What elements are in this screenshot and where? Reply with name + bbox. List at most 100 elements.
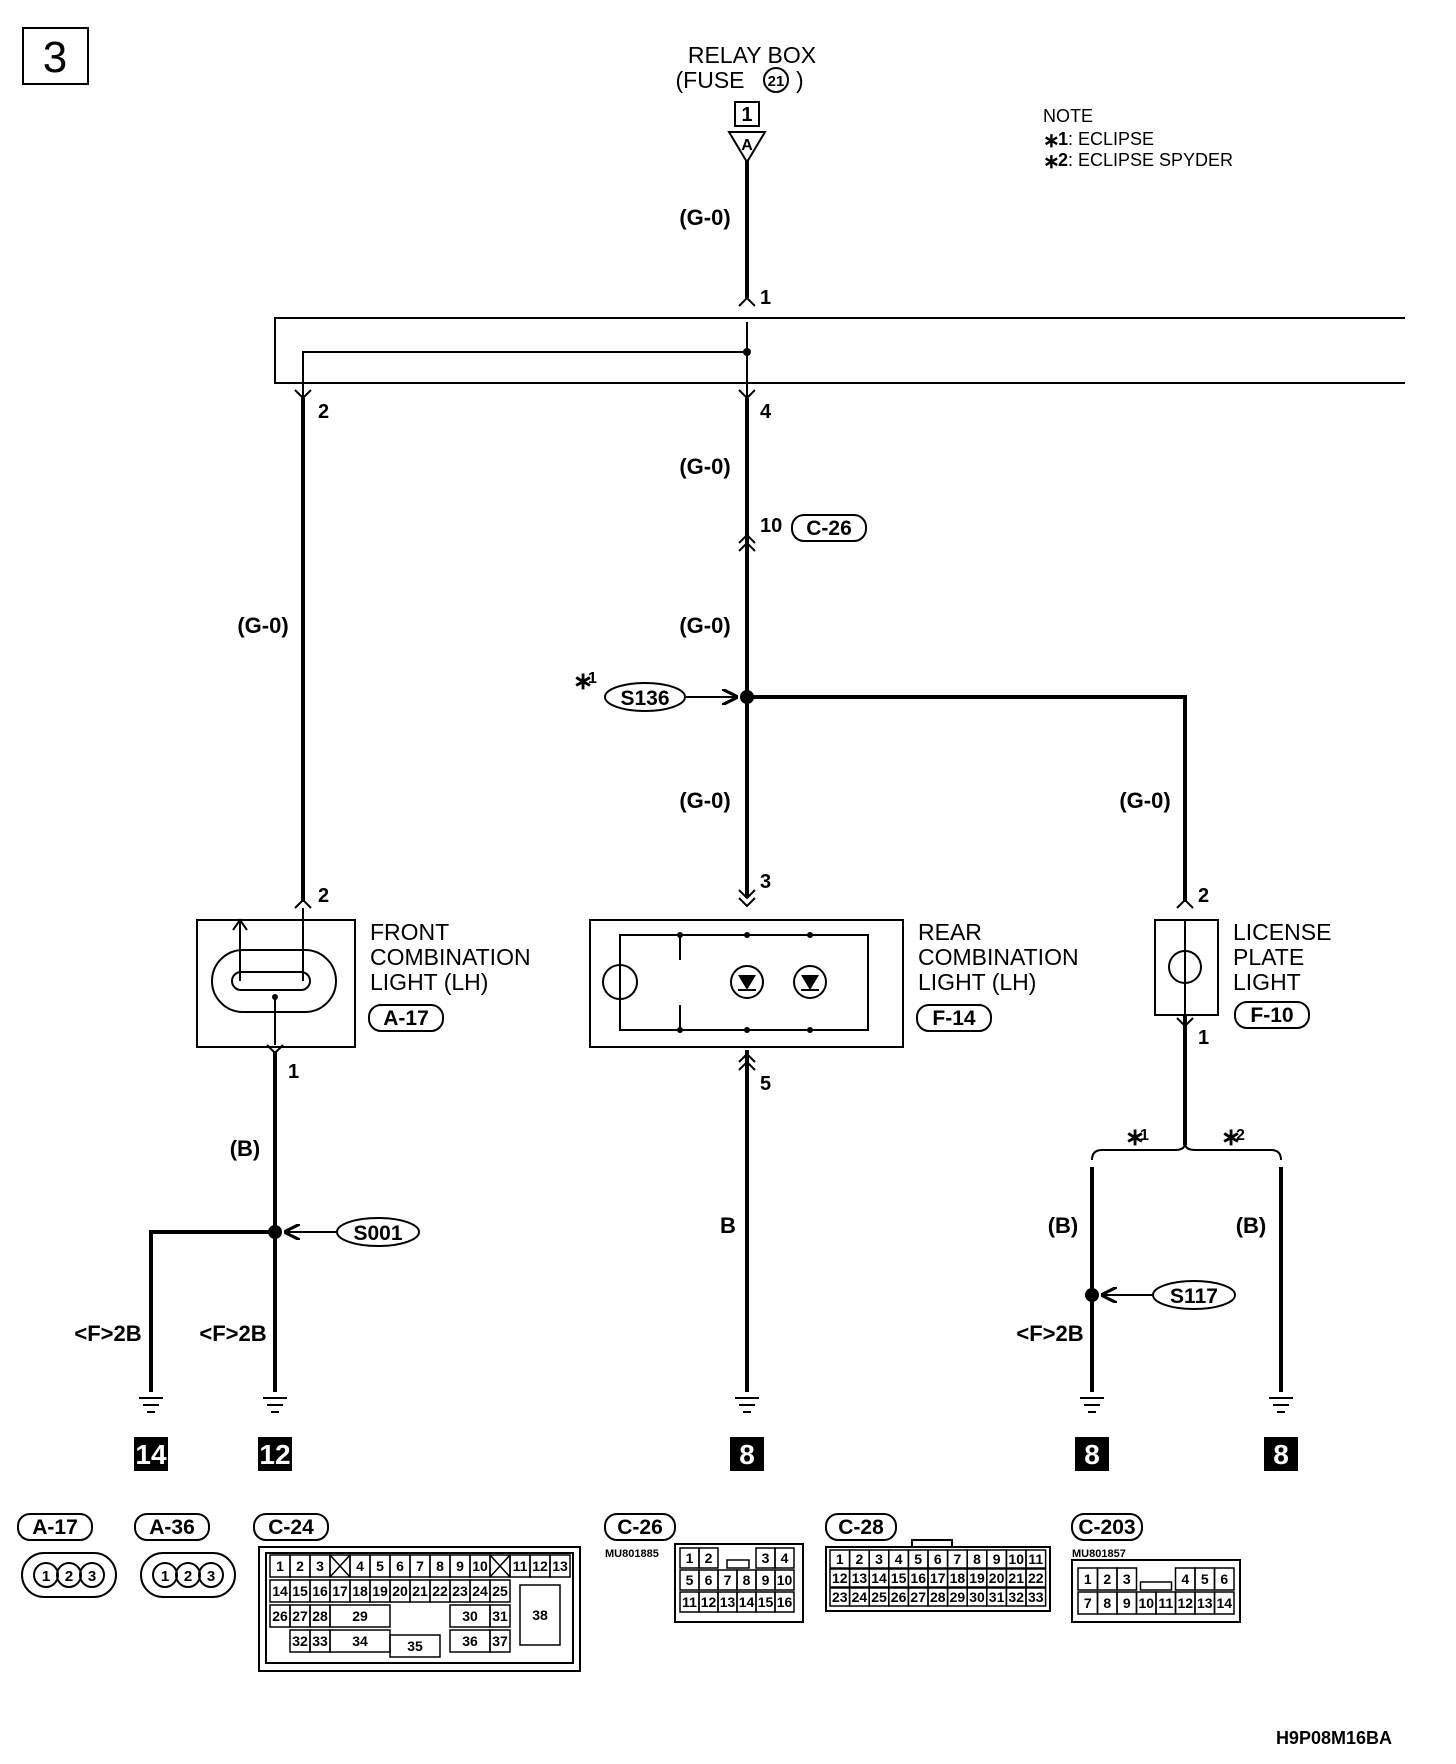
wire-color-b: B <box>720 1213 736 1238</box>
part-number: MU801885 <box>605 1548 659 1560</box>
section-marker: 3 <box>22 27 89 85</box>
svg-text:): ) <box>796 67 804 93</box>
pin-number: 4 <box>895 1551 903 1567</box>
wire-color-labels: (G-0) (G-0) (G-0) (G-0) (G-0) (G-0) (B) … <box>74 205 1266 1346</box>
svg-text:1: 1 <box>588 670 597 687</box>
pin-number: 26 <box>891 1589 907 1605</box>
pin-number: 9 <box>1123 1595 1131 1611</box>
pin-number: 13 <box>1197 1595 1213 1611</box>
pin-number: 33 <box>312 1633 328 1649</box>
pin-number: 13 <box>552 1558 568 1574</box>
pin-number: 30 <box>969 1589 985 1605</box>
pin-number: 17 <box>332 1583 348 1599</box>
pin-number: 16 <box>312 1583 328 1599</box>
led-icon <box>793 965 827 999</box>
fuse-number: 21 <box>768 73 785 90</box>
variant-marks: ∗ 1 ∗ 2 <box>1125 1124 1245 1151</box>
wire-color-g0: (G-0) <box>679 613 730 638</box>
pin-number: 6 <box>1220 1571 1228 1587</box>
terminal-number: 4 <box>760 401 772 423</box>
blank-pin-mark <box>329 1554 351 1578</box>
pin-number: 4 <box>1181 1571 1189 1587</box>
terminal-number: 1 <box>288 1061 299 1083</box>
led-icon <box>730 965 764 999</box>
pin-number: 7 <box>954 1551 962 1567</box>
variant-bracket <box>1091 1142 1282 1161</box>
pin-number: 5 <box>376 1558 384 1574</box>
pin-number: 6 <box>396 1558 404 1574</box>
pin-number: 21 <box>1008 1570 1024 1586</box>
bulb-icon <box>602 964 638 1000</box>
pin-cell <box>1025 1587 1047 1607</box>
wire-color-b: (B) <box>230 1136 261 1161</box>
pin-number: 20 <box>392 1583 408 1599</box>
pin-cell <box>1025 1549 1047 1569</box>
pin-number: 32 <box>292 1633 308 1649</box>
pin-number: 26 <box>272 1608 288 1624</box>
component-name: LICENSE <box>1233 919 1331 945</box>
svg-text:LIGHT: LIGHT <box>1233 969 1301 995</box>
pin-number: 18 <box>950 1570 966 1586</box>
figure-code: H9P08M16BA <box>1276 1728 1392 1748</box>
ground-symbol: 8 <box>1264 1397 1298 1471</box>
front-combination-light: FRONT COMBINATION LIGHT (LH) A-17 <box>196 908 531 1048</box>
pin-number: 30 <box>462 1608 478 1624</box>
pin-number: 9 <box>993 1551 1001 1567</box>
pin-number: 16 <box>777 1594 793 1610</box>
relay-box-label: RELAY BOX <box>688 42 816 68</box>
pin-cell <box>774 1547 795 1569</box>
pin-number: 3 <box>875 1551 883 1567</box>
terminal-numbers: 1 4 2 10 3 2 2 1 5 1 <box>288 287 1209 1095</box>
ground-ref-label: <F>2B <box>74 1321 141 1346</box>
pin-number: 19 <box>969 1570 985 1586</box>
pin-number: 16 <box>910 1570 926 1586</box>
pin-number: 28 <box>930 1589 946 1605</box>
pin-cell <box>489 1629 511 1653</box>
pin-number: 27 <box>292 1608 308 1624</box>
pin-number: 35 <box>407 1638 423 1654</box>
part-number: MU801857 <box>1072 1548 1126 1560</box>
pin-number: 33 <box>1028 1589 1044 1605</box>
pin-number: 34 <box>352 1633 368 1649</box>
pin-number: 12 <box>832 1570 848 1586</box>
pin-cell <box>774 1569 795 1591</box>
pin-number: 15 <box>891 1570 907 1586</box>
ground-point: 8 <box>739 1439 755 1470</box>
ground-point: 12 <box>259 1439 290 1470</box>
pin-number: 2 <box>705 1550 713 1566</box>
note-title: NOTE <box>1043 106 1093 126</box>
wire-color-b: (B) <box>1236 1213 1267 1238</box>
pin-number: 19 <box>372 1583 388 1599</box>
terminal-number: 2 <box>318 885 329 907</box>
terminal-box <box>734 101 760 127</box>
pin-number: 36 <box>462 1633 478 1649</box>
pin-number: 8 <box>1103 1595 1111 1611</box>
pin-cell <box>489 1579 511 1603</box>
svg-text:LIGHT (LH): LIGHT (LH) <box>918 969 1036 995</box>
pin-number: 12 <box>532 1558 548 1574</box>
wire-color-g0: (G-0) <box>679 205 730 230</box>
pin-number: 14 <box>272 1583 288 1599</box>
pin-number: 1 <box>276 1558 284 1574</box>
ground-symbol: 14 <box>134 1397 168 1471</box>
pin-number: 6 <box>934 1551 942 1567</box>
pin-number: 32 <box>1008 1589 1024 1605</box>
svg-text:PLATE: PLATE <box>1233 944 1304 970</box>
pin-number: 25 <box>871 1589 887 1605</box>
pin-number: 8 <box>973 1551 981 1567</box>
splice-label: S136 <box>620 687 669 710</box>
ground-ref-label: <F>2B <box>199 1321 266 1346</box>
svg-text:1: 1 <box>1058 129 1068 149</box>
section-number: 3 <box>43 33 67 82</box>
pin-cell <box>1116 1567 1138 1591</box>
pin-cell <box>519 1584 561 1646</box>
splice-label: S001 <box>353 1222 402 1245</box>
svg-text:3: 3 <box>207 1568 215 1585</box>
